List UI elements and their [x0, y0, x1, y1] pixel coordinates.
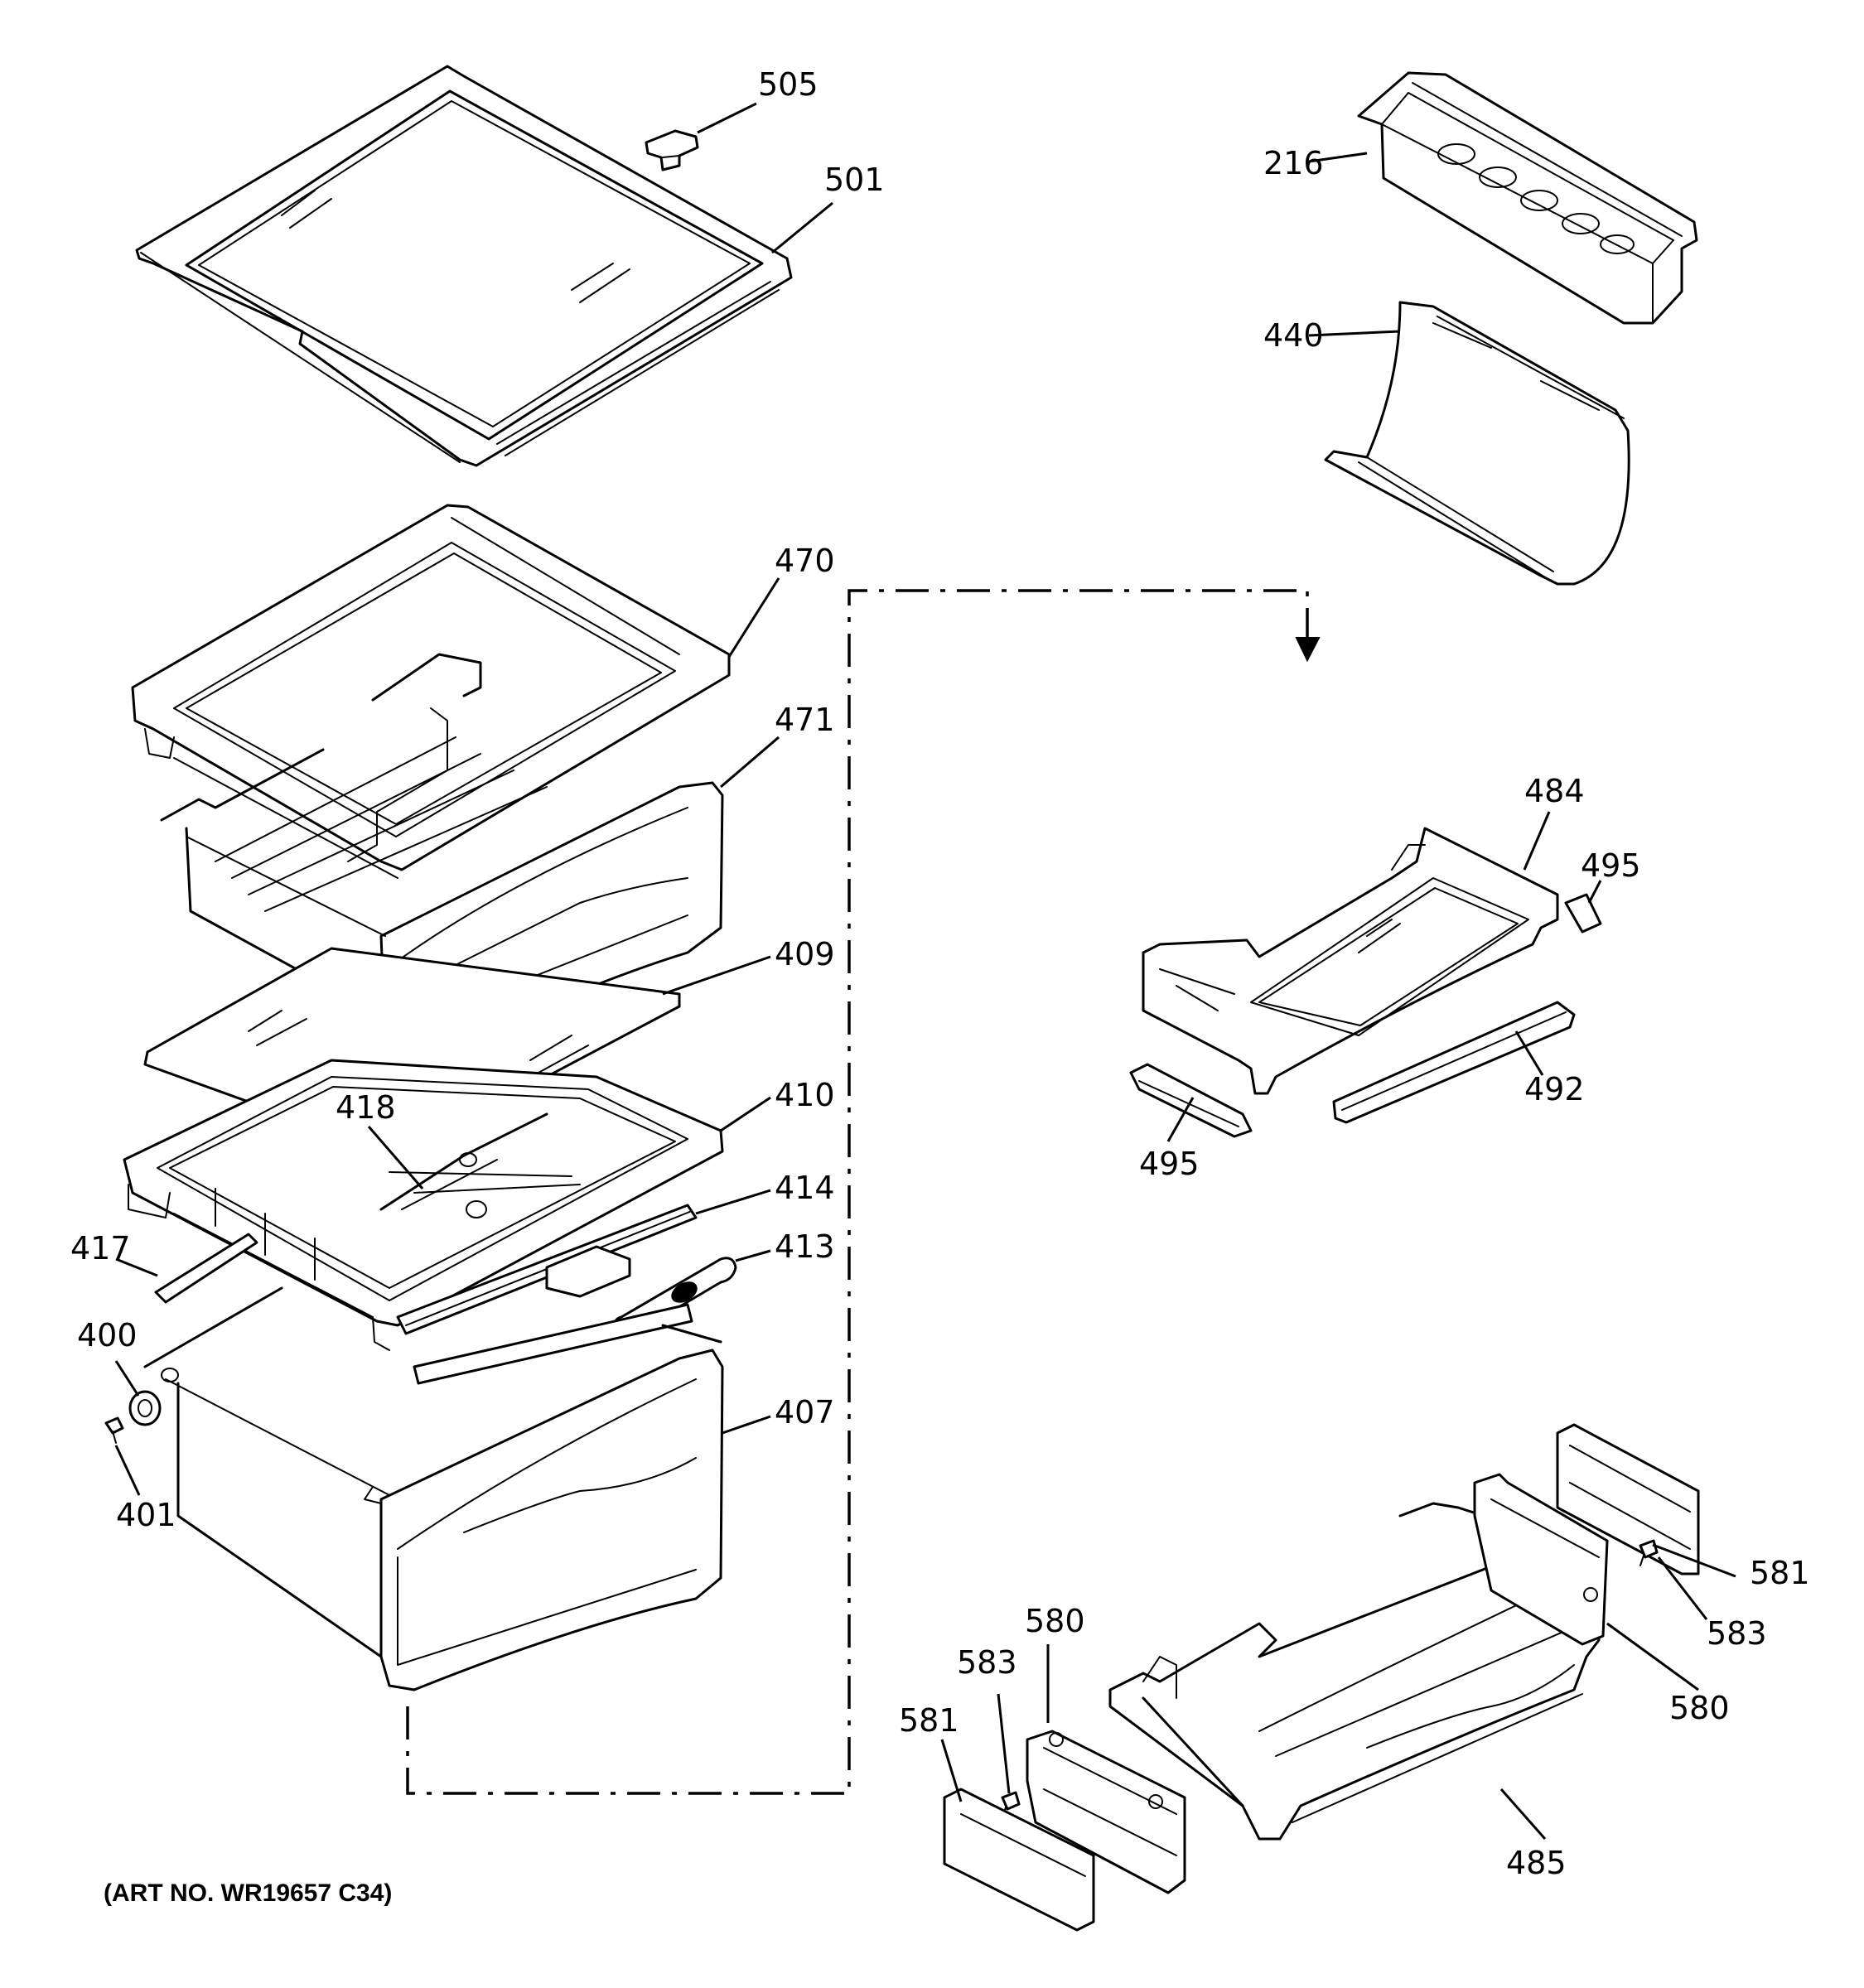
callout-580-left: 580 [1025, 1603, 1085, 1639]
rail-581-left [943, 1788, 1095, 1932]
callout-505: 505 [758, 66, 819, 103]
rail-495-right [1564, 893, 1602, 934]
tray-484 [1142, 827, 1559, 1095]
callout-216: 216 [1263, 145, 1324, 181]
drawer-407 [143, 1286, 724, 1691]
callout-410: 410 [775, 1077, 835, 1113]
leader-lines [114, 102, 1736, 1840]
callout-471: 471 [775, 702, 835, 738]
trim-414 [396, 1204, 698, 1335]
screw-401 [104, 1416, 124, 1444]
cover-440 [1324, 301, 1630, 586]
callout-470: 470 [775, 543, 835, 579]
callout-495-left: 495 [1139, 1146, 1200, 1182]
bracket-580-left [1026, 1730, 1186, 1894]
callout-401: 401 [116, 1497, 176, 1533]
rail-581-right [1556, 1423, 1700, 1575]
wheel-400 [128, 1390, 162, 1426]
frame-470 [131, 504, 731, 879]
art-number: (ART NO. WR19657 C34) [104, 1879, 392, 1907]
callout-414: 414 [775, 1170, 835, 1206]
callout-484: 484 [1524, 773, 1585, 809]
frame-410 [123, 1059, 724, 1351]
callout-417: 417 [70, 1230, 131, 1267]
callout-583-left: 583 [957, 1644, 1017, 1681]
trim-lower [413, 1303, 693, 1385]
callout-583-right: 583 [1707, 1615, 1767, 1652]
callout-581-left: 581 [899, 1702, 959, 1739]
callout-labels: 505 501 216 440 470 471 409 418 410 414 … [70, 66, 1810, 1881]
callout-440: 440 [1263, 317, 1324, 354]
clip-505 [645, 129, 699, 171]
callout-409: 409 [775, 936, 835, 972]
callout-501: 501 [824, 162, 885, 198]
callout-580-right: 580 [1669, 1690, 1730, 1726]
dash-dot-indicator [406, 589, 1321, 1795]
callout-400: 400 [77, 1317, 138, 1353]
callout-492: 492 [1524, 1071, 1585, 1107]
bin-216 [1357, 71, 1698, 325]
rail-417 [154, 1233, 258, 1304]
shelf-501 [135, 65, 793, 467]
trim-492 [1332, 1001, 1576, 1124]
callout-485: 485 [1506, 1845, 1567, 1881]
callout-581-right: 581 [1750, 1555, 1810, 1591]
callout-407: 407 [775, 1394, 835, 1431]
callout-418: 418 [336, 1089, 396, 1126]
callout-413: 413 [775, 1228, 835, 1265]
screw-583-left [1001, 1791, 1021, 1818]
bracket-580-right [1473, 1473, 1609, 1646]
callout-495-right: 495 [1581, 847, 1641, 884]
